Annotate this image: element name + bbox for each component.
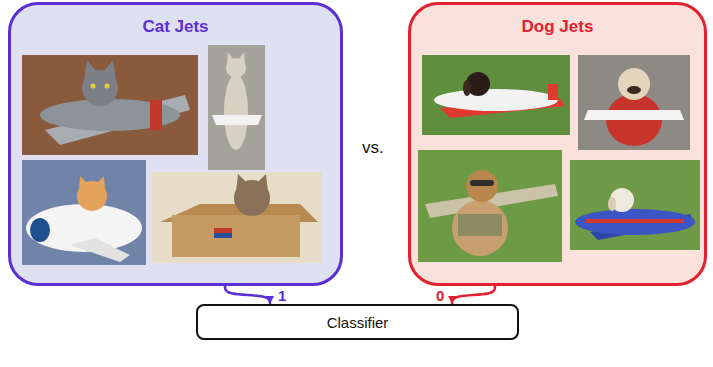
cat-ear [256,174,268,192]
cat-ear [103,60,116,80]
dog-nose [627,86,641,94]
classifier-box: Classifier [196,304,519,340]
photo-ground [422,55,570,135]
dog-head [618,68,650,100]
flag-stripe [214,233,232,238]
plane-fuselage [40,99,180,131]
cat-ear [238,52,245,64]
photo-ground [418,150,562,262]
plane-fuselage [575,209,695,235]
dog-ear [463,80,471,96]
class-panel: Dog Jets [408,2,707,286]
cat-eye [105,84,110,89]
plane-tail [548,84,558,100]
connector-arrow [452,286,495,304]
cat-ear [227,52,234,64]
plane-wing [584,110,684,120]
photo-ground [570,160,700,250]
class-panel: Cat Jets [8,2,343,286]
versus-label: vs. [362,138,384,158]
dog-panel-fill [409,3,706,285]
plane-wing [70,238,130,262]
photo-ground [22,160,146,265]
cat-ear [236,174,248,192]
plane-stripe [150,100,162,130]
photo-ground [578,55,690,150]
dog-body [452,200,508,256]
node-title: Dog Jets [522,17,594,37]
cat-panel-fill [9,3,342,285]
dog-goggles [470,180,494,186]
photo-ground [208,45,265,170]
node-title: Cat Jets [142,17,208,37]
plane-window [30,218,50,242]
cat-eye [91,84,96,89]
dog-head [466,170,498,202]
dog-ear [608,197,616,211]
flag-stripe [214,228,232,233]
cat-body [224,74,248,150]
camo-fuselage [458,214,502,236]
edge-label: 1 [277,287,287,304]
photo-ground [152,172,322,263]
edge-label: 0 [435,287,445,304]
plane-stripe [586,219,684,223]
plane-wing [212,115,262,125]
connector-arrow [225,286,270,304]
node-title: Classifier [327,314,389,331]
cat-ear [95,176,105,190]
cat-ear [79,176,89,190]
plane-fuselage [434,89,558,111]
photo-ground [22,55,198,155]
cardboard-box [172,215,300,257]
cat-ear [84,60,97,80]
